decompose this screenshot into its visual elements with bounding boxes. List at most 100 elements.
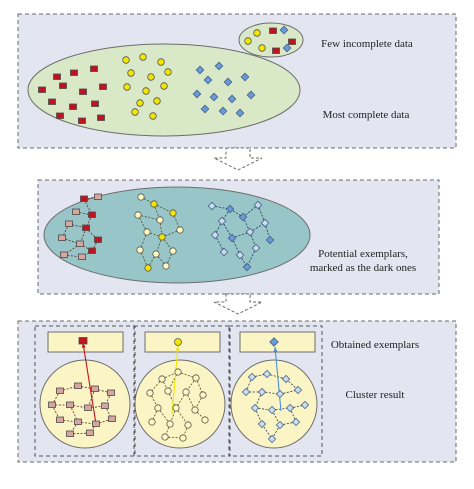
cluster-circle-red bbox=[39, 359, 131, 449]
circle-marker bbox=[174, 368, 182, 376]
circle-marker bbox=[184, 421, 192, 429]
edge-line bbox=[251, 373, 268, 378]
diamond-marker bbox=[238, 212, 248, 222]
edge-line bbox=[94, 388, 112, 394]
circle-marker bbox=[192, 374, 200, 382]
square-marker bbox=[70, 69, 78, 76]
circle-marker bbox=[127, 69, 135, 77]
square-marker bbox=[272, 47, 280, 54]
diamond-marker bbox=[251, 243, 261, 253]
diamond-marker bbox=[281, 374, 291, 384]
square-marker bbox=[72, 208, 80, 215]
diamond-marker bbox=[203, 75, 213, 85]
diamond-marker bbox=[282, 43, 292, 53]
diamond-marker bbox=[293, 385, 303, 395]
edge-line bbox=[289, 407, 297, 423]
edge-line bbox=[95, 418, 113, 425]
square-marker bbox=[88, 211, 96, 218]
edge-line bbox=[137, 214, 161, 221]
diamond-marker bbox=[223, 77, 233, 87]
diamond-marker bbox=[250, 403, 260, 413]
diamond-marker bbox=[279, 25, 289, 35]
diamond-marker bbox=[200, 104, 210, 114]
circle-marker bbox=[157, 58, 165, 66]
edge-line bbox=[51, 390, 61, 406]
arrowhead bbox=[273, 347, 278, 352]
label-marked-dark: marked as the dark ones bbox=[309, 262, 417, 274]
square-marker bbox=[79, 88, 87, 95]
circle-marker bbox=[144, 264, 152, 272]
diamond-marker bbox=[253, 200, 263, 210]
circle-marker bbox=[191, 406, 199, 414]
square-marker bbox=[88, 247, 96, 254]
circle-marker bbox=[172, 404, 180, 412]
diamond-marker bbox=[246, 90, 256, 100]
cluster-box-yellow bbox=[133, 325, 231, 457]
cluster-circle-yellow bbox=[134, 359, 226, 449]
diamond-marker bbox=[235, 250, 245, 260]
square-marker bbox=[66, 430, 74, 437]
circle-marker bbox=[136, 99, 144, 107]
circle-marker bbox=[169, 247, 177, 255]
diamond-marker bbox=[262, 369, 272, 379]
edge-line bbox=[61, 223, 70, 239]
square-marker bbox=[78, 253, 86, 260]
exemplar-link bbox=[274, 346, 282, 412]
diamond-marker bbox=[257, 387, 267, 397]
cluster-box-blue bbox=[228, 325, 323, 457]
circle-marker bbox=[253, 29, 261, 37]
edge-line bbox=[245, 376, 253, 393]
circle-marker bbox=[199, 391, 207, 399]
diamond-marker bbox=[241, 387, 251, 397]
circle-marker bbox=[148, 418, 156, 426]
diamond-marker bbox=[267, 434, 277, 444]
circle-marker bbox=[176, 226, 184, 234]
diamond-marker bbox=[207, 201, 217, 211]
circle-marker bbox=[162, 262, 170, 270]
diamond-marker bbox=[218, 106, 228, 116]
square-marker bbox=[91, 100, 99, 107]
diamond-marker bbox=[245, 227, 255, 237]
edge-line bbox=[261, 423, 273, 440]
circle-marker bbox=[134, 211, 142, 219]
diamond-marker bbox=[300, 400, 310, 410]
cluster-box-red bbox=[34, 325, 136, 457]
edge-line bbox=[214, 220, 223, 236]
square-marker bbox=[58, 234, 66, 241]
square-marker bbox=[84, 404, 92, 411]
circle-marker bbox=[136, 246, 144, 254]
diamond-marker bbox=[235, 108, 245, 118]
circle-marker bbox=[123, 83, 131, 91]
ellipse-most-complete bbox=[27, 43, 301, 137]
edge-line bbox=[165, 250, 174, 267]
edge-line bbox=[289, 404, 306, 409]
ellipse-exemplar-graph bbox=[43, 186, 311, 284]
diamond-marker bbox=[257, 419, 267, 429]
edge-line bbox=[147, 253, 157, 269]
diamond-marker bbox=[247, 372, 257, 382]
square-marker bbox=[99, 83, 107, 90]
edge-line bbox=[229, 208, 244, 218]
circle-marker bbox=[164, 68, 172, 76]
circle-marker bbox=[169, 209, 177, 217]
circle-marker bbox=[258, 44, 266, 52]
diamond-marker bbox=[209, 92, 219, 102]
diamond-marker bbox=[227, 233, 237, 243]
diamond-marker bbox=[285, 403, 295, 413]
circle-marker bbox=[179, 434, 187, 442]
square-marker bbox=[65, 220, 73, 227]
square-marker bbox=[66, 401, 74, 408]
diamond-marker bbox=[210, 230, 220, 240]
down-arrow-1 bbox=[213, 147, 263, 171]
square-marker bbox=[92, 420, 100, 427]
circle-marker bbox=[161, 433, 169, 441]
circle-marker bbox=[139, 53, 147, 61]
square-marker bbox=[48, 401, 56, 408]
square-marker bbox=[60, 251, 68, 258]
diamond-marker bbox=[227, 94, 237, 104]
diamond-marker bbox=[192, 89, 202, 99]
label-obtained-exemplars: Obtained exemplars bbox=[330, 339, 420, 351]
square-marker bbox=[80, 195, 88, 202]
diamond-marker bbox=[291, 417, 301, 427]
square-marker bbox=[53, 73, 61, 80]
